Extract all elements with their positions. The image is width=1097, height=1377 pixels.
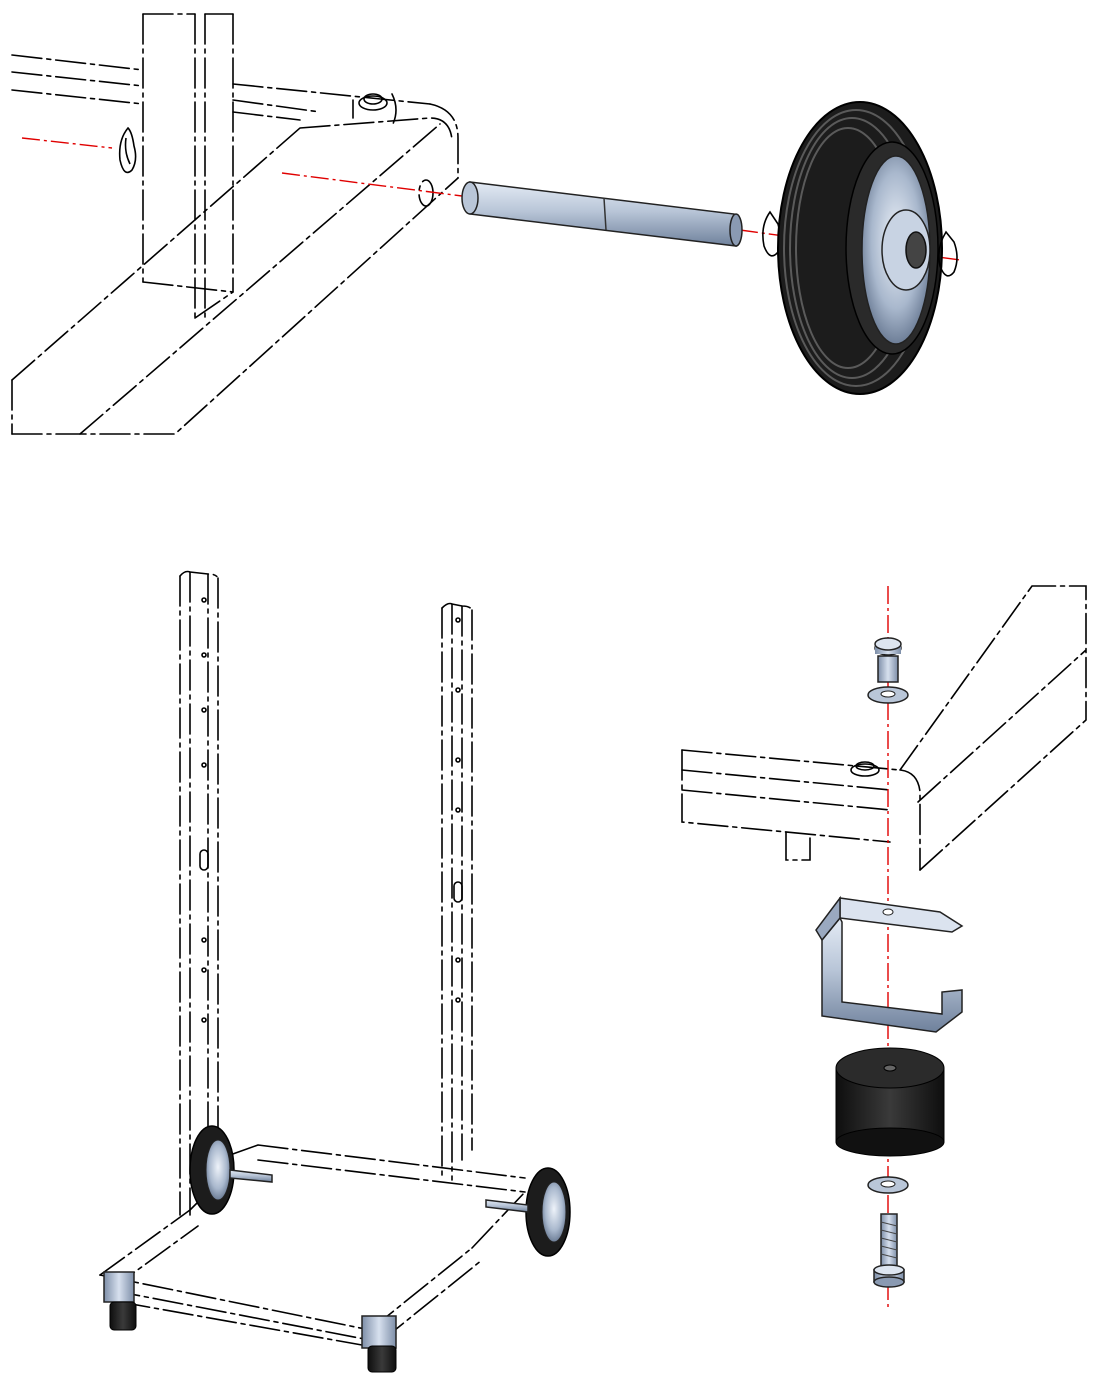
wheel-icon <box>777 101 943 395</box>
frame-corner <box>681 585 1087 871</box>
axis-line <box>21 137 113 149</box>
washer-icon <box>867 686 909 704</box>
axle-icon <box>461 181 743 247</box>
rubber-foot-icon <box>835 1047 945 1157</box>
trolley-overview <box>80 560 600 1377</box>
clip-icon <box>938 230 958 277</box>
upright <box>179 570 219 1216</box>
wheel-icon <box>485 1167 571 1257</box>
clip-icon <box>118 126 137 174</box>
screw-icon <box>874 637 902 683</box>
foot-mount-detail <box>660 570 1097 1377</box>
screw-icon <box>873 1213 905 1288</box>
washer-icon <box>867 1176 909 1194</box>
base-frame <box>99 1144 526 1351</box>
rubber-foot-icon <box>361 1315 397 1373</box>
rubber-foot-icon <box>103 1271 137 1331</box>
wheel-icon <box>189 1125 273 1215</box>
axis-line <box>281 172 463 197</box>
frame-corner <box>11 13 459 435</box>
bracket-icon <box>815 895 964 1033</box>
upright <box>441 602 473 1181</box>
wheel-axle-detail <box>0 0 1097 460</box>
